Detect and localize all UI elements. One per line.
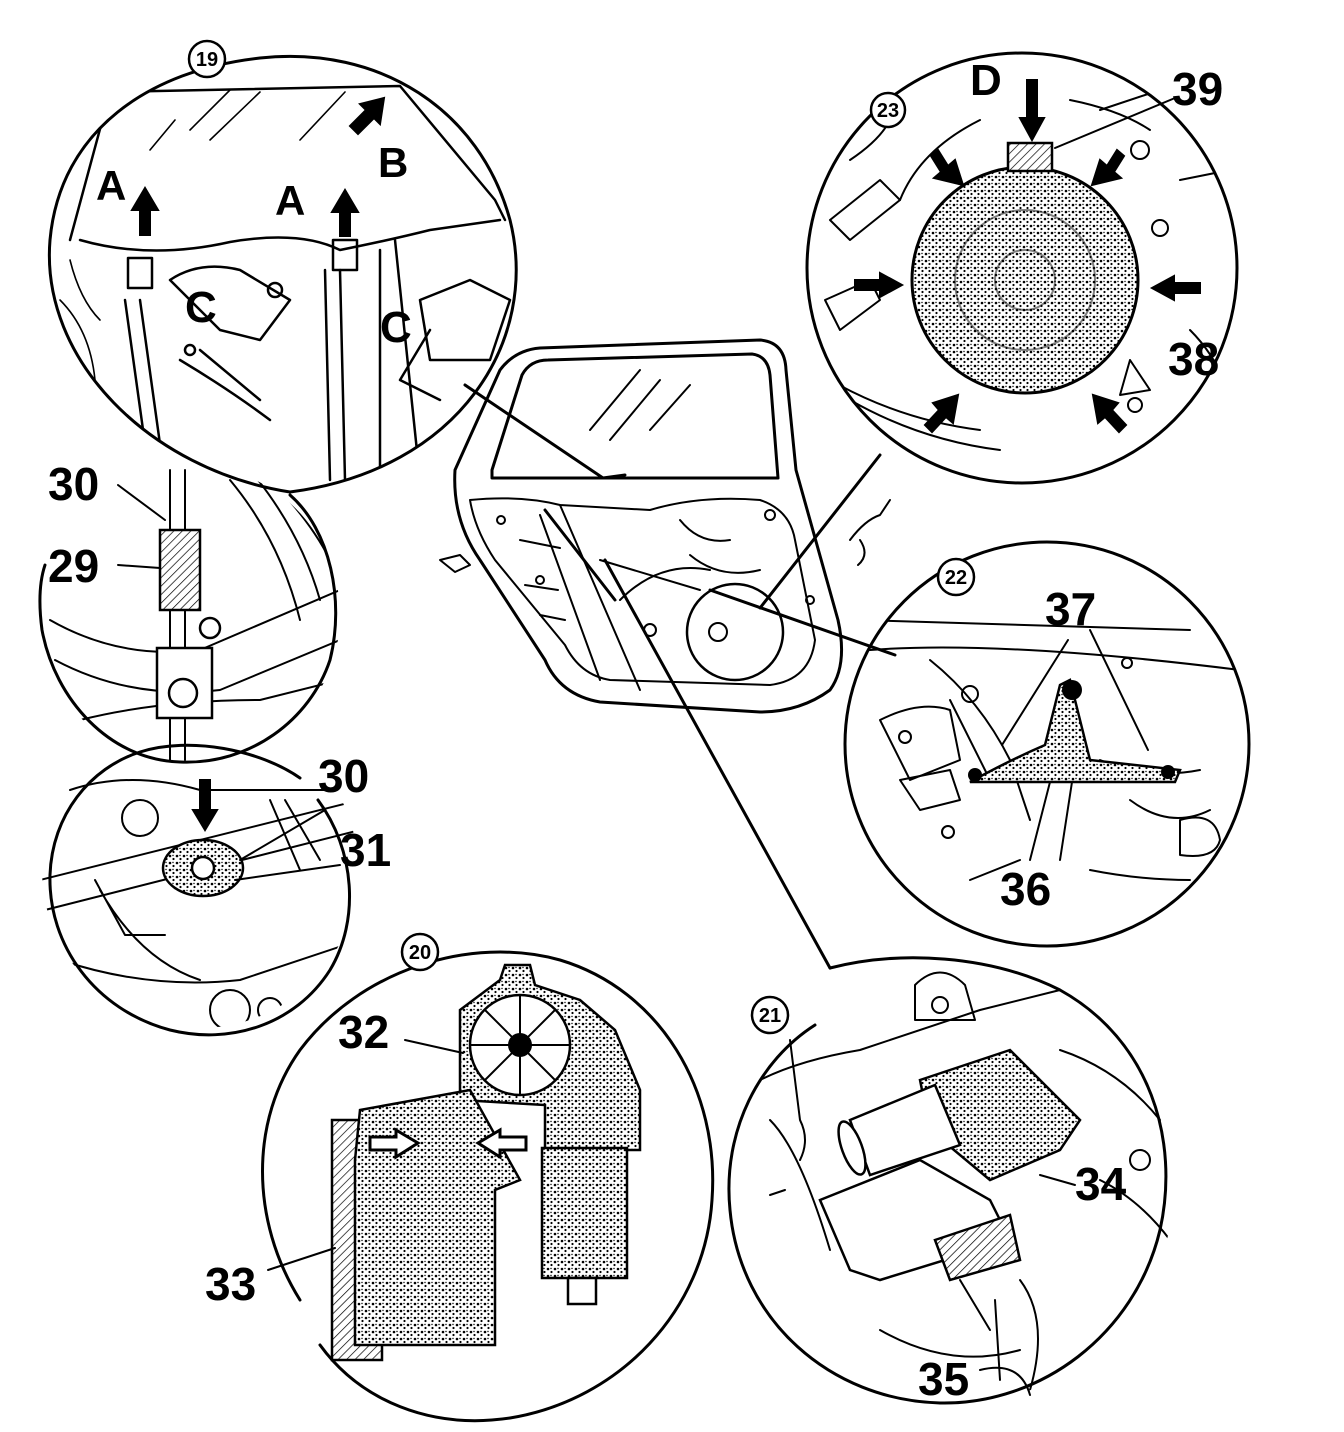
detail-badge-20: 20 xyxy=(409,942,431,964)
part-label-31: 31 xyxy=(340,824,391,876)
detail-badge-19: 19 xyxy=(196,49,218,71)
detail-left-upper: 30 29 xyxy=(38,458,340,764)
detail-badge-21: 21 xyxy=(759,1005,781,1027)
part-label-29: 29 xyxy=(48,540,99,592)
part-label-38: 38 xyxy=(1168,333,1219,385)
label-c-right: C xyxy=(380,303,412,352)
detail-left-lower: 30 31 xyxy=(42,743,391,1037)
arrow-a-left xyxy=(130,186,160,236)
part-label-30-lower: 30 xyxy=(318,750,369,802)
speaker xyxy=(910,165,1140,395)
detail-19: 19 A A B C C xyxy=(47,39,518,494)
leader-lines xyxy=(463,383,897,970)
part-label-33: 33 xyxy=(205,1258,256,1310)
part-label-37: 37 xyxy=(1045,583,1096,635)
label-b: B xyxy=(378,139,408,186)
detail-20: 20 32 33 xyxy=(205,932,715,1423)
detail-23: 23 D 39 38 xyxy=(805,51,1239,485)
detail-22: 22 37 36 xyxy=(843,540,1251,948)
part-label-30-upper: 30 xyxy=(48,458,99,510)
arrow-a-right xyxy=(330,188,360,237)
part-label-34: 34 xyxy=(1075,1158,1127,1210)
arrow-right-press xyxy=(368,1127,421,1160)
arrow-left-press xyxy=(475,1127,528,1160)
label-c-left: C xyxy=(185,283,217,332)
part-label-36: 36 xyxy=(1000,863,1051,915)
detail-badge-23: 23 xyxy=(877,100,899,122)
arrow-b xyxy=(348,96,386,136)
label-a-right: A xyxy=(275,177,305,224)
part-label-35: 35 xyxy=(918,1353,969,1405)
speaker-screw-arrows xyxy=(854,79,1201,434)
label-d: D xyxy=(970,56,1002,105)
label-a-left: A xyxy=(96,162,126,209)
part-label-32: 32 xyxy=(338,1006,389,1058)
rear-door-overview xyxy=(439,338,891,714)
part-label-39: 39 xyxy=(1172,63,1223,115)
detail-21: 21 34 35 xyxy=(727,956,1171,1405)
detail-badge-22: 22 xyxy=(945,567,967,589)
